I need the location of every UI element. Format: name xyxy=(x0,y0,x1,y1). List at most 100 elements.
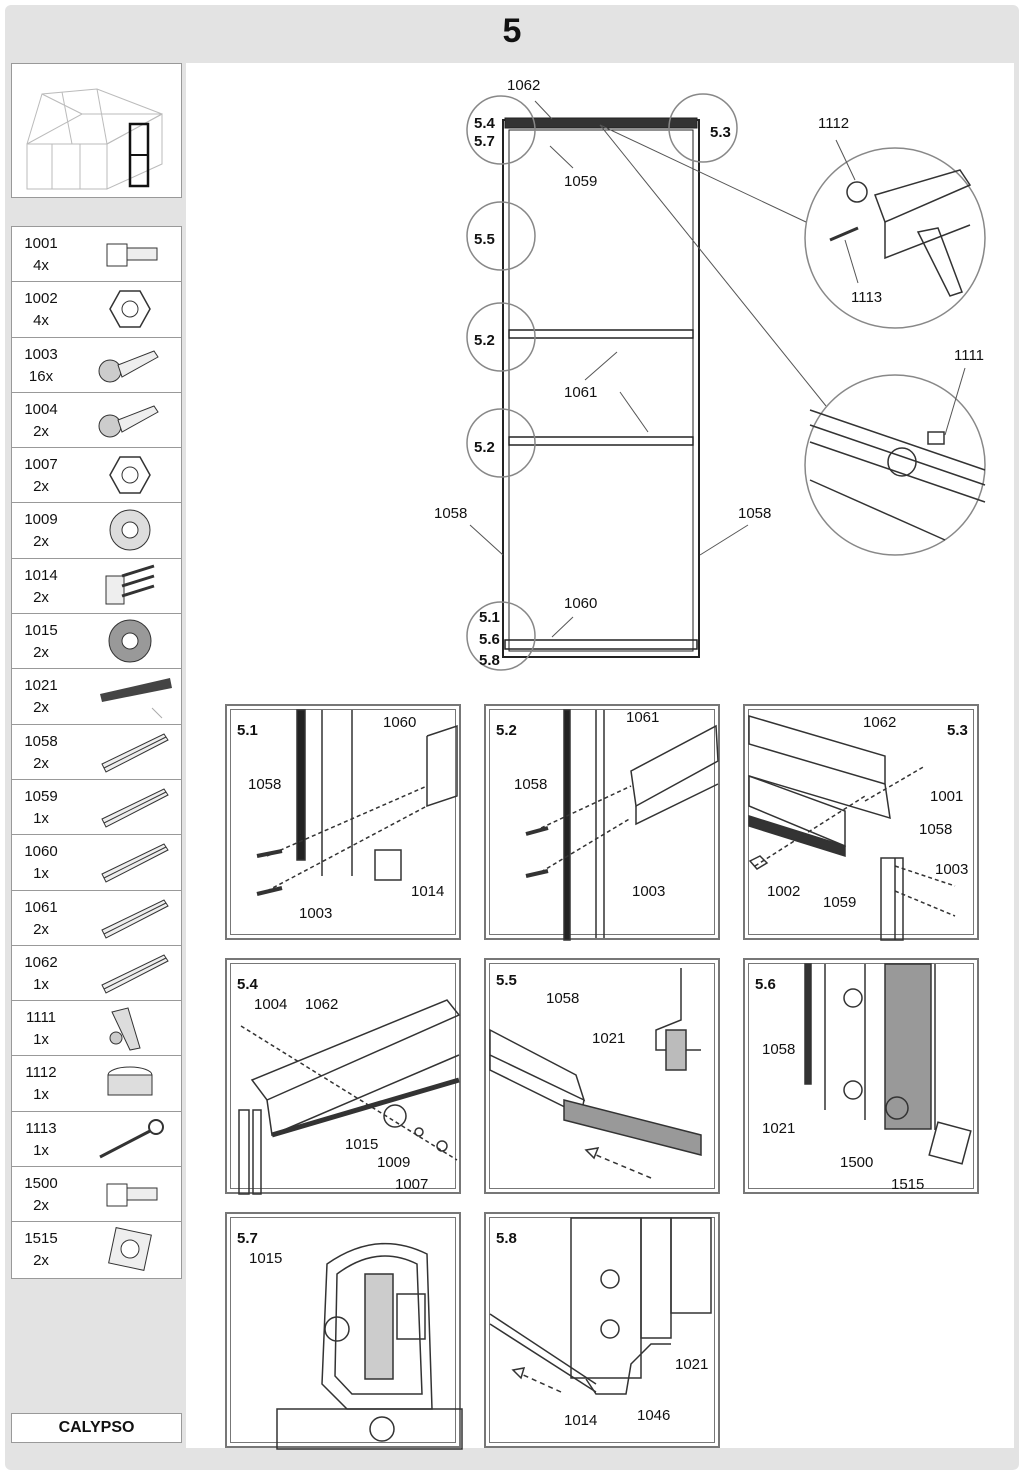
panel-title: 5.7 xyxy=(237,1230,258,1247)
part-label: 1058 xyxy=(434,505,468,522)
hex-nut-icon xyxy=(109,290,151,329)
part-label: 1062 xyxy=(863,714,897,731)
slider-block-icon xyxy=(105,564,155,605)
callout-5-2: 5.2 xyxy=(474,439,495,456)
part-quantity: 2x xyxy=(33,699,49,717)
profile-bar-icon xyxy=(101,843,169,883)
part-row: 1021 2x xyxy=(12,669,181,725)
detail-panel-5-2: 5.2 1061 1058 1003 xyxy=(484,704,720,941)
door-frame-overview xyxy=(466,93,986,671)
detail-circle-5-1 xyxy=(466,601,536,671)
callout-5-3: 5.3 xyxy=(710,124,731,141)
top-rail-1062 xyxy=(504,117,698,129)
panel-title: 5.6 xyxy=(755,976,776,993)
part-label: 1059 xyxy=(564,173,598,190)
part-quantity: 1x xyxy=(33,975,49,993)
part-label: 1014 xyxy=(411,883,445,900)
roller-wheel-icon xyxy=(108,619,152,663)
part-label: 1009 xyxy=(377,1154,411,1171)
part-code: 1111 xyxy=(25,1009,57,1027)
part-label: 1046 xyxy=(637,1407,671,1424)
brush-strip-icon xyxy=(100,678,172,719)
knob-icon xyxy=(107,1066,153,1096)
part-label: 1062 xyxy=(305,996,339,1013)
part-quantity: 2x xyxy=(33,1252,49,1270)
part-quantity: 1x xyxy=(33,865,49,883)
screw-icon xyxy=(98,405,159,438)
lock-washer-icon xyxy=(109,509,151,551)
part-label: 1007 xyxy=(395,1176,429,1193)
detail-panel-5-7: 5.7 1015 xyxy=(225,1212,463,1450)
part-label: 1058 xyxy=(546,990,580,1007)
part-label: 1021 xyxy=(592,1030,626,1047)
part-label: 1111 xyxy=(954,347,985,364)
callout-5-8: 5.8 xyxy=(479,652,500,669)
detail-panel-5-8: 5.8 1021 1014 1046 xyxy=(484,1212,720,1448)
part-quantity: 1x xyxy=(33,1086,49,1104)
part-label: 1061 xyxy=(626,709,660,726)
part-code: 1004 xyxy=(24,400,58,418)
eye-pin-icon xyxy=(99,1118,164,1159)
part-quantity: 4x xyxy=(33,312,49,330)
callout-5-6: 5.6 xyxy=(479,631,500,648)
panel-title: 5.3 xyxy=(947,722,968,739)
detail-circle-5-3 xyxy=(668,93,738,163)
profile-bar-icon xyxy=(101,898,169,939)
brand-label: CALYPSO xyxy=(11,1413,182,1443)
panel-title: 5.5 xyxy=(496,972,517,989)
greenhouse-thumbnail xyxy=(11,63,182,198)
part-label: 1058 xyxy=(248,776,282,793)
part-quantity: 2x xyxy=(33,1197,49,1215)
profile-bar-icon xyxy=(101,733,169,773)
part-code: 1021 xyxy=(24,677,58,695)
part-label: 1004 xyxy=(254,996,288,1013)
mid-rail-upper xyxy=(508,329,694,339)
part-label: 1003 xyxy=(935,861,969,878)
zoom-circle-latch-fitted xyxy=(804,374,986,556)
part-quantity: 2x xyxy=(33,920,49,938)
greenhouse-icon xyxy=(26,88,163,190)
part-code: 1112 xyxy=(25,1064,57,1082)
part-row: 1515 2x xyxy=(12,1222,181,1277)
square-nut-icon xyxy=(108,1227,152,1272)
part-code: 1113 xyxy=(25,1119,57,1137)
part-label: 1015 xyxy=(345,1136,379,1153)
part-quantity: 1x xyxy=(33,1141,49,1159)
detail-circle-5-2b xyxy=(466,408,536,478)
panel-title: 5.4 xyxy=(237,976,258,993)
part-label: 1003 xyxy=(632,883,666,900)
part-label: 1500 xyxy=(840,1154,874,1171)
part-code: 1009 xyxy=(24,511,58,529)
callout-5-7: 5.7 xyxy=(474,133,495,150)
part-label: 1058 xyxy=(762,1041,796,1058)
door-latch-icon xyxy=(109,1007,141,1051)
profile-bar-icon xyxy=(101,788,169,828)
bolt-square-head-icon xyxy=(106,243,158,267)
callout-5-1: 5.1 xyxy=(479,609,500,626)
part-label: 1061 xyxy=(564,384,598,401)
callout-5-2: 5.2 xyxy=(474,332,495,349)
callout-5-4: 5.4 xyxy=(474,115,495,132)
part-quantity: 2x xyxy=(33,754,49,772)
part-label: 1002 xyxy=(767,883,801,900)
part-code: 1515 xyxy=(24,1230,58,1248)
screw-icon xyxy=(98,349,159,383)
panel-title: 5.8 xyxy=(496,1230,517,1247)
panel-title: 5.2 xyxy=(496,722,517,739)
panel-title: 5.1 xyxy=(237,722,258,739)
door-frame xyxy=(502,119,700,658)
part-label: 1021 xyxy=(762,1120,796,1137)
part-label: 1515 xyxy=(891,1176,925,1193)
